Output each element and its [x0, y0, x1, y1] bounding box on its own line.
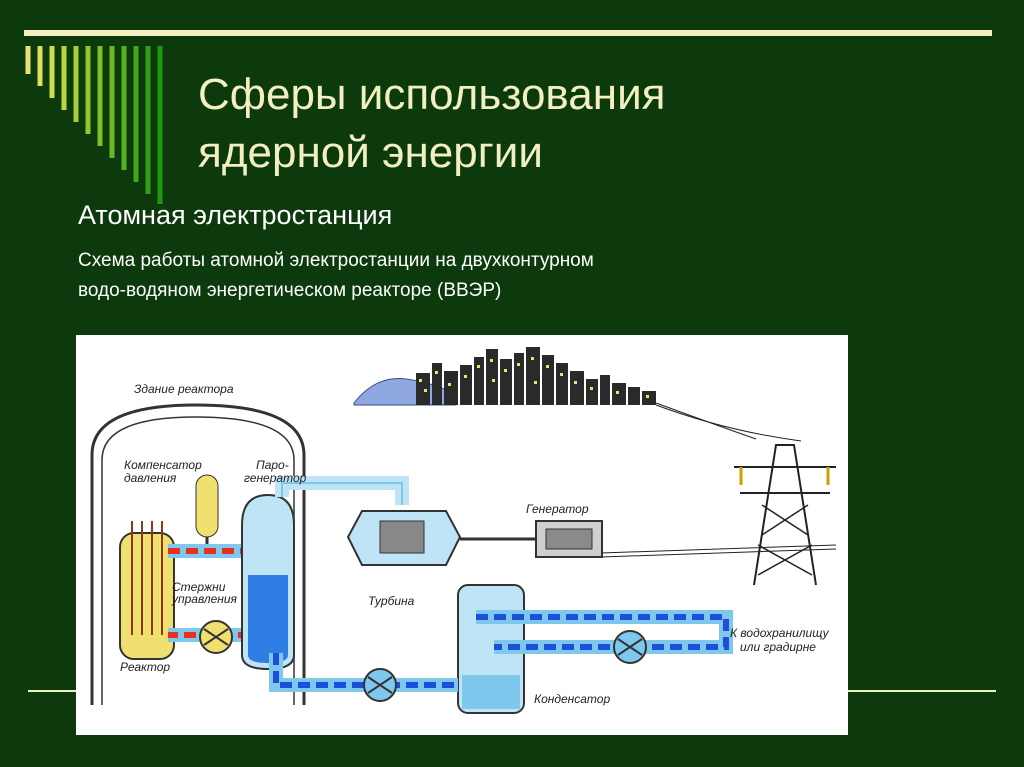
city-skyline [353, 347, 656, 406]
slide-description: Схема работы атомной электростанции на д… [78, 246, 594, 306]
generator [535, 520, 603, 558]
turbine [346, 510, 536, 566]
feedwater-loop [269, 653, 458, 692]
cooling-pump [613, 630, 647, 664]
reactor-building [90, 403, 306, 705]
title-line-2: ядерной энергии [198, 128, 543, 177]
title-line-1: Сферы использования [198, 70, 666, 119]
label-outlet-2: или градирне [740, 640, 816, 654]
label-condenser: Конденсатор [534, 692, 610, 706]
npp-diagram: Здание реактора Компенсатор давления Пар… [90, 347, 837, 714]
transmission-tower [734, 444, 836, 586]
steam-line [275, 476, 409, 505]
label-reactor: Реактор [120, 660, 170, 674]
feedwater-pump [363, 668, 397, 702]
label-control-rods-1: Стержни [172, 580, 226, 594]
primary-pump [199, 620, 233, 654]
power-line [600, 402, 837, 558]
bottom-rule-left [28, 690, 76, 692]
description-line-1: Схема работы атомной электростанции на д… [78, 250, 594, 271]
label-turbine: Турбина [368, 594, 415, 608]
steam-generator [241, 493, 295, 671]
bottom-rule-right [848, 690, 996, 692]
decorative-stripes [25, 46, 163, 204]
pressurizer [195, 474, 219, 549]
reactor-vessel [119, 521, 175, 660]
label-steam-generator-1: Паро- [256, 458, 289, 472]
label-outlet-1: К водохранилищу [730, 626, 830, 640]
slide-title: Сферы использования ядерной энергии [198, 66, 665, 182]
description-line-2: водо-водяном энергетическом реакторе (ВВ… [78, 280, 502, 301]
label-steam-generator-2: генератор [244, 471, 307, 485]
label-reactor-building: Здание реактора [134, 382, 234, 396]
label-pressurizer-1: Компенсатор [124, 458, 202, 472]
label-pressurizer-2: давления [124, 471, 177, 485]
slide-subtitle: Атомная электростанция [78, 200, 393, 230]
cooling-loop [476, 610, 733, 654]
label-generator: Генератор [526, 502, 589, 516]
label-control-rods-2: управления [171, 592, 238, 606]
npp-diagram-panel: Здание реактора Компенсатор давления Пар… [76, 335, 848, 735]
top-rule [24, 30, 992, 36]
